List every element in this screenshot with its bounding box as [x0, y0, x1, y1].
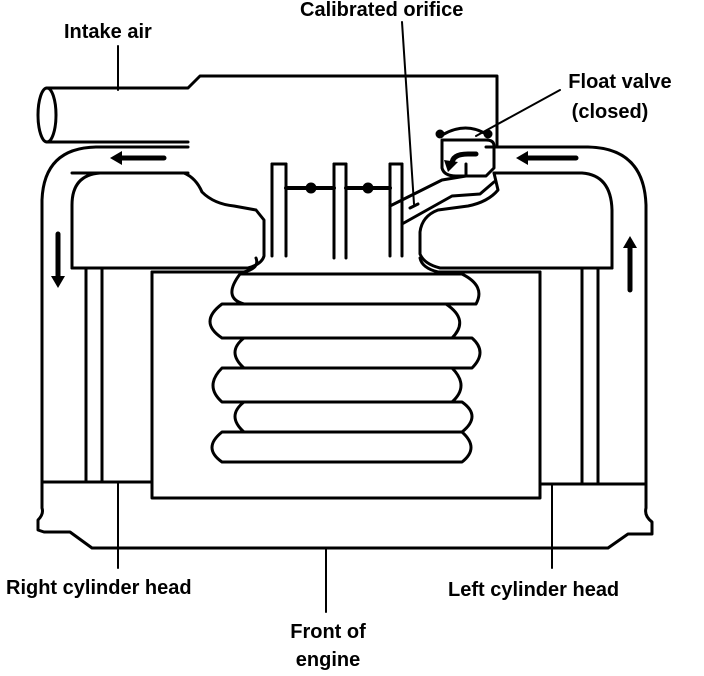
right-bank-duct: [40, 145, 190, 482]
intake-air-label: Intake air: [64, 21, 152, 43]
plenum-neck: [150, 256, 542, 274]
throttle-tubes: [270, 162, 404, 260]
orifice-passage: [388, 162, 496, 226]
leader-lines: [117, 21, 561, 613]
calibrated-orifice-label: Calibrated orifice: [300, 0, 464, 21]
float-valve-state-label: (closed): [571, 101, 649, 123]
leader-float-valve: [475, 89, 561, 137]
front-of-engine-label: Front of: [290, 621, 366, 643]
float-valve-label: Float valve: [568, 71, 672, 93]
left-cylinder-head-label: Left cylinder head: [448, 579, 620, 601]
front-of-engine-label-line2: engine: [295, 649, 361, 671]
arrow-head-left-top: [110, 151, 122, 165]
left-cylinder-head: [538, 266, 648, 486]
arrow-head-up-right: [623, 236, 637, 248]
intake-air-pipe: [36, 74, 499, 147]
runner-block: [150, 270, 542, 500]
intake-runners: [208, 272, 482, 464]
left-bank-duct: [484, 145, 648, 484]
left-plenum: [70, 171, 266, 270]
engine-base: [36, 478, 654, 550]
leader-calibrated-orifice: [401, 21, 415, 205]
arrow-head-left-right: [516, 151, 528, 165]
right-plenum: [418, 171, 614, 270]
right-cylinder-head: [40, 266, 154, 484]
flow-arrows: [55, 151, 633, 293]
throttle-linkage: [284, 182, 392, 194]
arrow-head-down-left: [51, 276, 65, 288]
arrow-head-float: [444, 160, 458, 172]
right-cylinder-head-label: Right cylinder head: [6, 577, 192, 599]
